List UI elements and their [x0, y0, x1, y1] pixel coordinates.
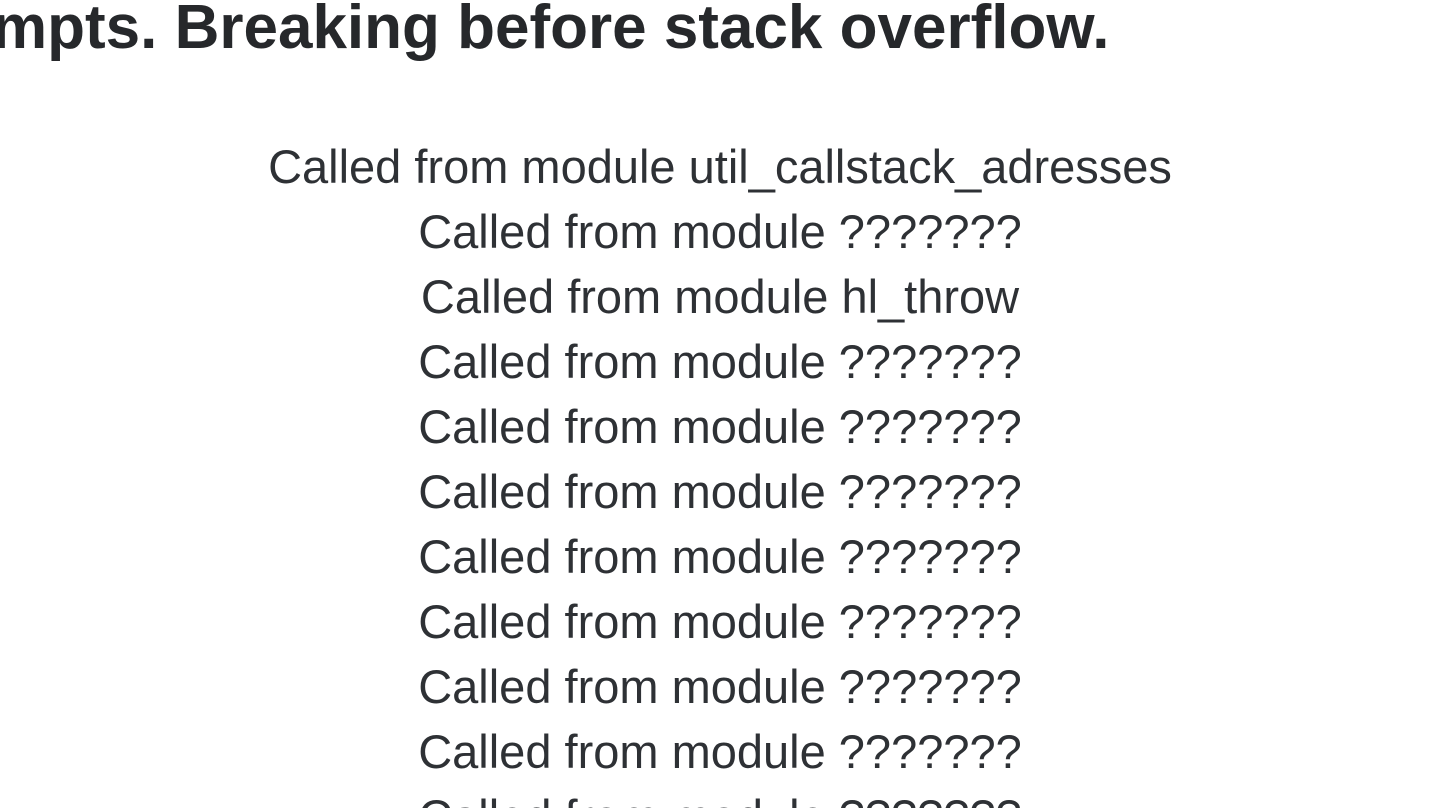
- callstack: Called from module util_callstack_adress…: [0, 134, 1440, 808]
- callstack-line: Called from module ???????: [418, 725, 1022, 778]
- callstack-line: Called from module ???????: [418, 595, 1022, 648]
- callstack-line: Called from module util_callstack_adress…: [268, 140, 1172, 193]
- callstack-line: Called from module ???????: [418, 660, 1022, 713]
- error-heading: mpts. Breaking before stack overflow.: [0, 0, 1110, 62]
- callstack-line: Called from module hl_throw: [420, 270, 1020, 323]
- callstack-line: Called from module ???????: [418, 400, 1022, 453]
- callstack-line: Called from module ???????: [418, 465, 1022, 518]
- callstack-line: Called from module ???????: [418, 530, 1022, 583]
- callstack-line: Called from module ???????: [418, 335, 1022, 388]
- callstack-line: Called from module ???????: [0, 784, 1440, 808]
- callstack-line: Called from module ???????: [418, 205, 1022, 258]
